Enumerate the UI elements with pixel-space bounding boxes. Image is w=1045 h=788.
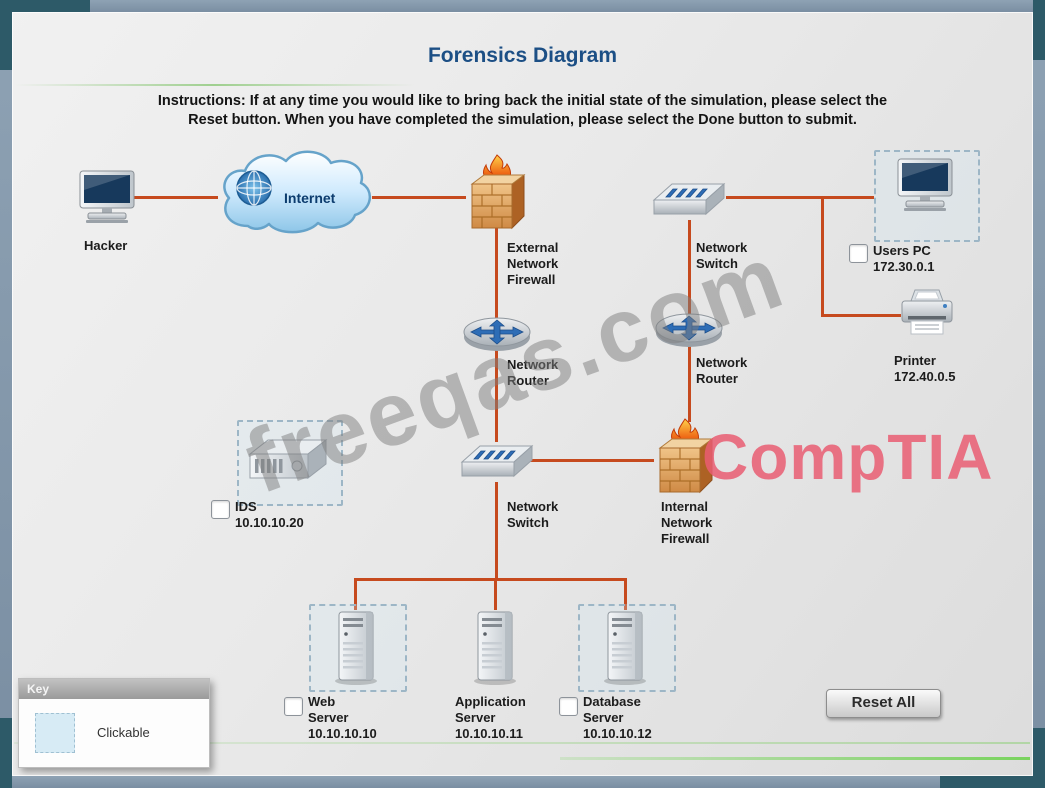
application-server-icon — [469, 610, 521, 686]
cable-web-server-drop — [354, 578, 357, 610]
external-firewall-icon — [464, 154, 530, 232]
web-server-label: Web Server 10.10.10.10 — [308, 694, 377, 741]
watermark-comptia: CompTIA — [702, 421, 994, 493]
cable-switch-internal-firewall — [530, 459, 654, 462]
network-switch-top-icon — [652, 176, 726, 222]
frame-bottom — [0, 776, 1045, 788]
frame-accent-top-left — [0, 0, 90, 12]
page-title: Forensics Diagram — [427, 44, 618, 67]
frame-accent-right-top — [1033, 0, 1045, 60]
application-server-label: Application Server 10.10.10.11 — [455, 694, 526, 741]
cable-internet-external-firewall — [372, 196, 466, 199]
key-header: Key — [19, 679, 209, 699]
frame-right — [1033, 0, 1045, 788]
hacker-label: Hacker — [84, 238, 128, 253]
instructions-text: Instructions: If at any time you would l… — [50, 92, 995, 130]
instructions-line2: Reset button. When you have completed th… — [188, 112, 857, 128]
frame-left — [0, 0, 12, 788]
green-trace-bottom-right — [560, 757, 1030, 760]
network-router-left-icon — [461, 304, 533, 354]
green-trace-bottom — [14, 742, 1030, 744]
cable-users-branch-vertical — [821, 196, 824, 316]
network-router-right-label: Network Router — [696, 355, 748, 386]
printer-icon — [897, 288, 957, 342]
internal-firewall-label: Internal Network Firewall — [661, 499, 713, 546]
cable-switch-users-pc — [726, 196, 874, 199]
cable-application-server-drop — [494, 578, 497, 610]
clickable-swatch — [35, 713, 75, 753]
network-switch-top-label: Network Switch — [696, 240, 748, 271]
network-router-left-label: Network Router — [507, 357, 559, 388]
web-server-checkbox[interactable] — [284, 697, 303, 716]
network-switch-center-label: Network Switch — [507, 499, 559, 530]
ids-checkbox[interactable] — [211, 500, 230, 519]
users-pc-icon — [896, 158, 954, 212]
reset-all-button[interactable]: Reset All — [826, 689, 941, 718]
cable-hacker-internet — [128, 196, 218, 199]
internet-cloud-icon: Internet — [212, 150, 376, 248]
key-panel: Key Clickable — [18, 678, 210, 768]
database-server-label: Database Server 10.10.10.12 — [583, 694, 652, 741]
internal-firewall-icon — [652, 418, 718, 496]
green-trace-top — [14, 84, 414, 86]
frame-top — [0, 0, 1045, 12]
web-server-icon — [330, 610, 382, 686]
internet-label: Internet — [284, 190, 336, 206]
ids-label: IDS 10.10.10.20 — [235, 499, 304, 530]
cable-database-server-drop — [624, 578, 627, 610]
printer-label: Printer 172.40.0.5 — [894, 353, 956, 384]
database-server-checkbox[interactable] — [559, 697, 578, 716]
instructions-line1: Instructions: If at any time you would l… — [157, 93, 888, 109]
external-firewall-label: External Network Firewall — [507, 240, 559, 287]
frame-accent-bottom-right — [940, 776, 1045, 788]
users-pc-label: Users PC 172.30.0.1 — [873, 243, 935, 274]
clickable-label: Clickable — [97, 725, 150, 740]
frame-accent-left-bottom — [0, 718, 12, 788]
ids-server-icon — [246, 434, 330, 488]
frame-accent-right-bottom — [1033, 728, 1045, 788]
hacker-pc-icon — [78, 170, 136, 224]
network-router-right-icon — [653, 300, 725, 350]
cable-branch-printer — [821, 314, 901, 317]
users-pc-checkbox[interactable] — [849, 244, 868, 263]
frame-accent-left-top — [0, 0, 12, 70]
database-server-icon — [599, 610, 651, 686]
cable-server-bus — [354, 578, 627, 581]
cable-switch-server-bus-vertical — [495, 482, 498, 580]
network-switch-center-icon — [460, 438, 534, 484]
